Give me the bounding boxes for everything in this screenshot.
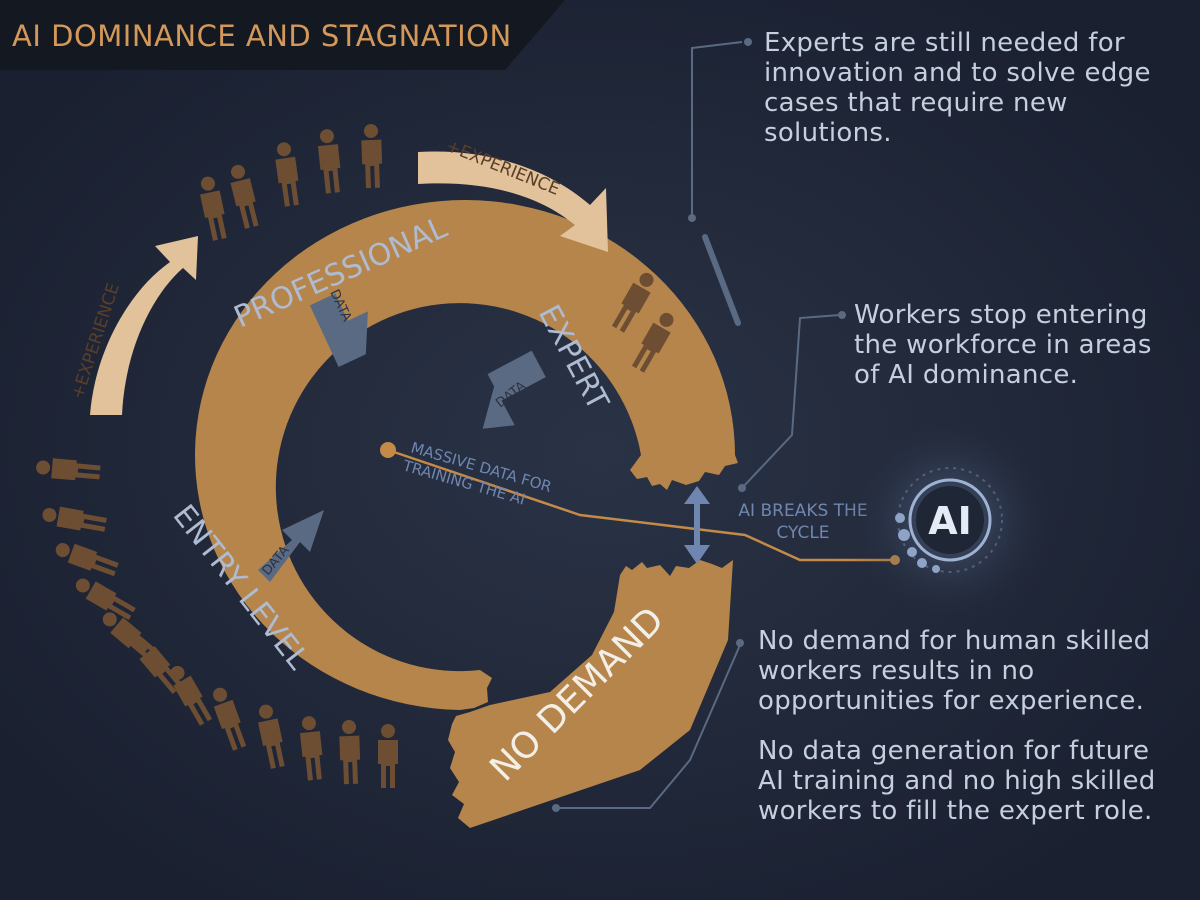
note-demand: No demand for human skilled workers resu… [758, 626, 1151, 716]
data-arrow-expert: DATA [482, 350, 546, 429]
ai-badge: AI [840, 410, 1060, 630]
break-label-line1: AI BREAKS THE [738, 501, 867, 521]
note-data: No data generation for future AI trainin… [758, 736, 1156, 826]
break-label-line2: CYCLE [776, 523, 829, 543]
callout-dot [736, 639, 744, 647]
ai-badge-label: AI [928, 499, 972, 543]
badge-dot [932, 565, 940, 573]
callout-workers [741, 314, 841, 489]
callout-dot [738, 484, 746, 492]
callout-lines [556, 41, 841, 809]
badge-dot [898, 529, 910, 541]
callout-dot [688, 214, 696, 222]
callout-dot [744, 38, 752, 46]
break-arrow: AI BREAKS THE CYCLE [684, 486, 868, 564]
page-title: AI DOMINANCE AND STAGNATION [12, 19, 512, 53]
note-workers: Workers stop entering the workforce in a… [854, 300, 1152, 390]
callout-demand [556, 644, 741, 809]
expert-gap-marker [702, 234, 741, 326]
badge-dot [895, 513, 905, 523]
source-dot [380, 442, 396, 458]
title-banner: AI DOMINANCE AND STAGNATION [0, 0, 565, 70]
callout-experts [691, 41, 743, 218]
badge-dot [907, 547, 917, 557]
callout-dot [552, 804, 560, 812]
badge-dot [917, 558, 927, 568]
note-experts: Experts are still needed for innovation … [764, 28, 1151, 148]
callout-dots [552, 38, 846, 812]
callout-dot [838, 311, 846, 319]
